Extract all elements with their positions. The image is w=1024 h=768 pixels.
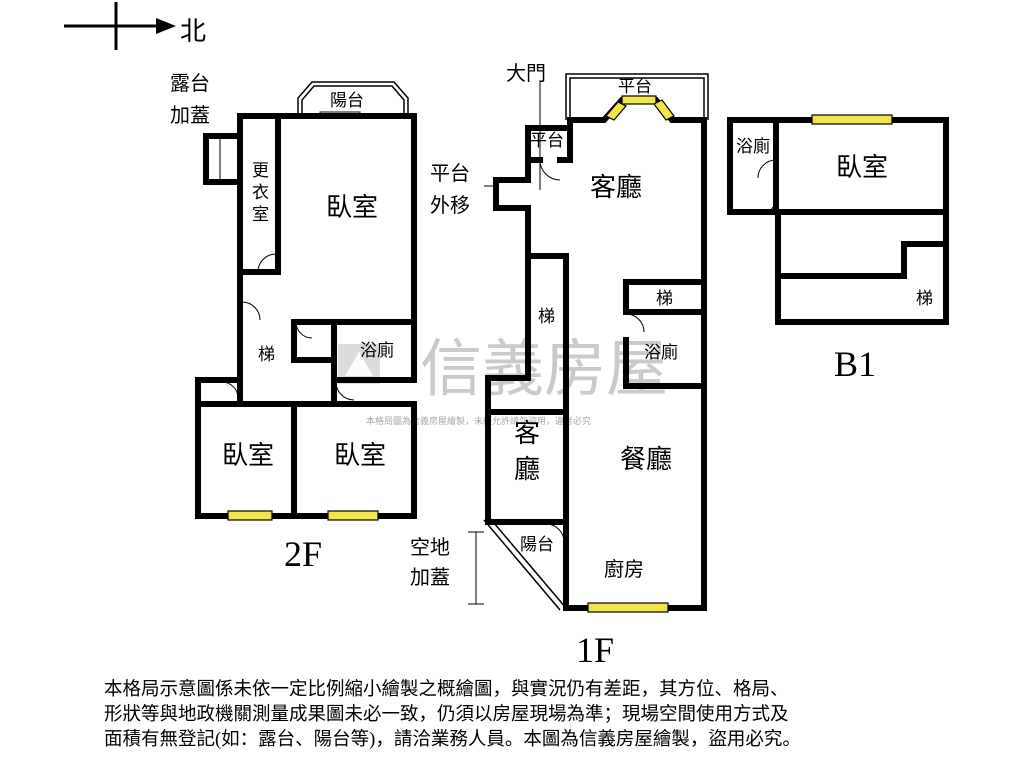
label-bedroom-left: 臥室 xyxy=(222,441,274,470)
label-living: 客廳 xyxy=(590,173,642,202)
label-stairs: 梯 xyxy=(916,289,933,308)
north-arrow-icon xyxy=(156,18,176,34)
label-bedroom: 臥室 xyxy=(836,153,888,182)
disclaimer: 本格局示意圖係未依一定比例縮小繪製之概繪圖，與實況仍有差距，其方位、格局、 形狀… xyxy=(104,678,984,753)
watermark-note: 本格局圖為信義房屋繪製，未經允許請勿盜用，違者必究 xyxy=(366,415,591,427)
label-terrace-moved-1: 平台 xyxy=(430,162,470,185)
disclaimer-line: 本格局示意圖係未依一定比例縮小繪製之概繪圖，與實況仍有差距，其方位、格局、 xyxy=(104,680,789,700)
floor-1f: 大門 平台 平台 平台 外移 客廳 梯 梯 浴廁 客 廳 餐廳 陽台 廚房 空地… xyxy=(410,62,709,670)
label-dining: 餐廳 xyxy=(620,445,672,474)
label-balcony: 陽台 xyxy=(520,535,554,554)
label-kitchen: 廚房 xyxy=(604,557,644,581)
floor-b1: 浴廁 臥室 梯 B1 xyxy=(727,114,949,384)
label-dressing-2: 衣 xyxy=(252,183,269,202)
label-terrace-moved-2: 外移 xyxy=(430,194,470,217)
label-stairs-right: 梯 xyxy=(656,289,673,308)
label-bedroom-main: 臥室 xyxy=(326,193,378,222)
floor-label-2f: 2F xyxy=(284,534,322,574)
label-terrace-side: 平台 xyxy=(530,131,564,150)
disclaimer-line: 面積有無登記(如：露台、陽台等)，請洽業務人員。本圖為信義房屋繪製，盜用必究。 xyxy=(104,730,801,750)
label-vacant-cover-1: 空地 xyxy=(410,536,450,559)
disclaimer-line: 形狀等與地政機關測量成果圖未必一致，仍須以房屋現場為準；現場空間使用方式及 xyxy=(104,705,789,725)
window xyxy=(587,602,669,613)
label-terrace-top: 平台 xyxy=(618,77,652,96)
label-terrace-cover-1: 露台 xyxy=(170,72,210,95)
label-living-small-2: 廳 xyxy=(514,455,540,484)
label-living-small-1: 客 xyxy=(514,419,540,448)
floor-label-b1: B1 xyxy=(834,344,876,384)
label-bath: 浴廁 xyxy=(736,136,770,156)
watermark-brand: 信義房屋 xyxy=(420,332,668,405)
window xyxy=(227,510,273,521)
floor-2f: 露台 加蓋 陽台 更 衣 室 臥室 梯 浴廁 臥室 臥室 2F xyxy=(170,72,417,574)
label-bedroom-right: 臥室 xyxy=(334,441,386,470)
compass-label: 北 xyxy=(180,17,206,46)
label-bath: 浴廁 xyxy=(360,340,394,360)
compass: 北 xyxy=(64,2,206,50)
label-dressing-1: 更 xyxy=(252,161,269,180)
floor-label-1f: 1F xyxy=(576,630,614,670)
label-stairs: 梯 xyxy=(258,345,275,364)
label-vacant-cover-2: 加蓋 xyxy=(410,566,450,589)
label-terrace-cover-2: 加蓋 xyxy=(170,104,210,127)
window xyxy=(327,510,379,521)
window xyxy=(811,114,893,125)
label-dressing-3: 室 xyxy=(252,205,269,224)
label-bath: 浴廁 xyxy=(644,342,678,362)
label-balcony: 陽台 xyxy=(330,91,364,110)
label-main-door: 大門 xyxy=(506,62,546,85)
label-stairs-left: 梯 xyxy=(538,307,555,326)
